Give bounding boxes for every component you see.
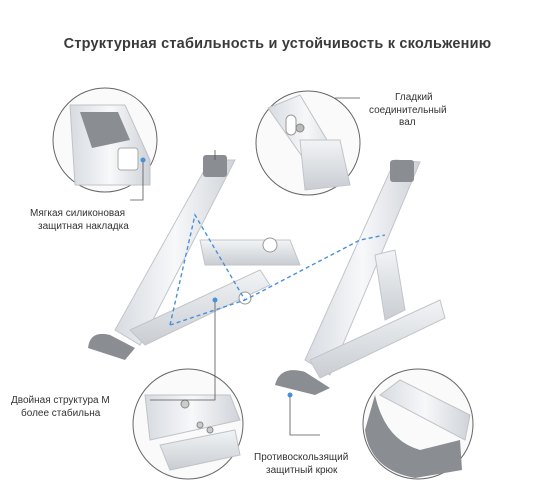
label-hook: Противоскользящий защитный крюк (254, 452, 349, 476)
pad-detail (69, 104, 151, 186)
stand-right-leg (275, 159, 446, 395)
shaft-detail (267, 94, 351, 191)
label-shaft: Гладкий соединительный вал (369, 92, 447, 128)
page-title: Структурная стабильность и устойчивость … (63, 36, 492, 52)
m-structure-dashes (169, 213, 386, 326)
label-double: Двойная структура М более стабильна (11, 395, 110, 419)
hook-detail (365, 379, 471, 478)
label-pad: Мягкая силиконовая защитная накладка (30, 208, 129, 232)
stand-left-leg (88, 155, 271, 360)
callout-lines (130, 97, 360, 436)
double-structure-detail (144, 394, 241, 471)
